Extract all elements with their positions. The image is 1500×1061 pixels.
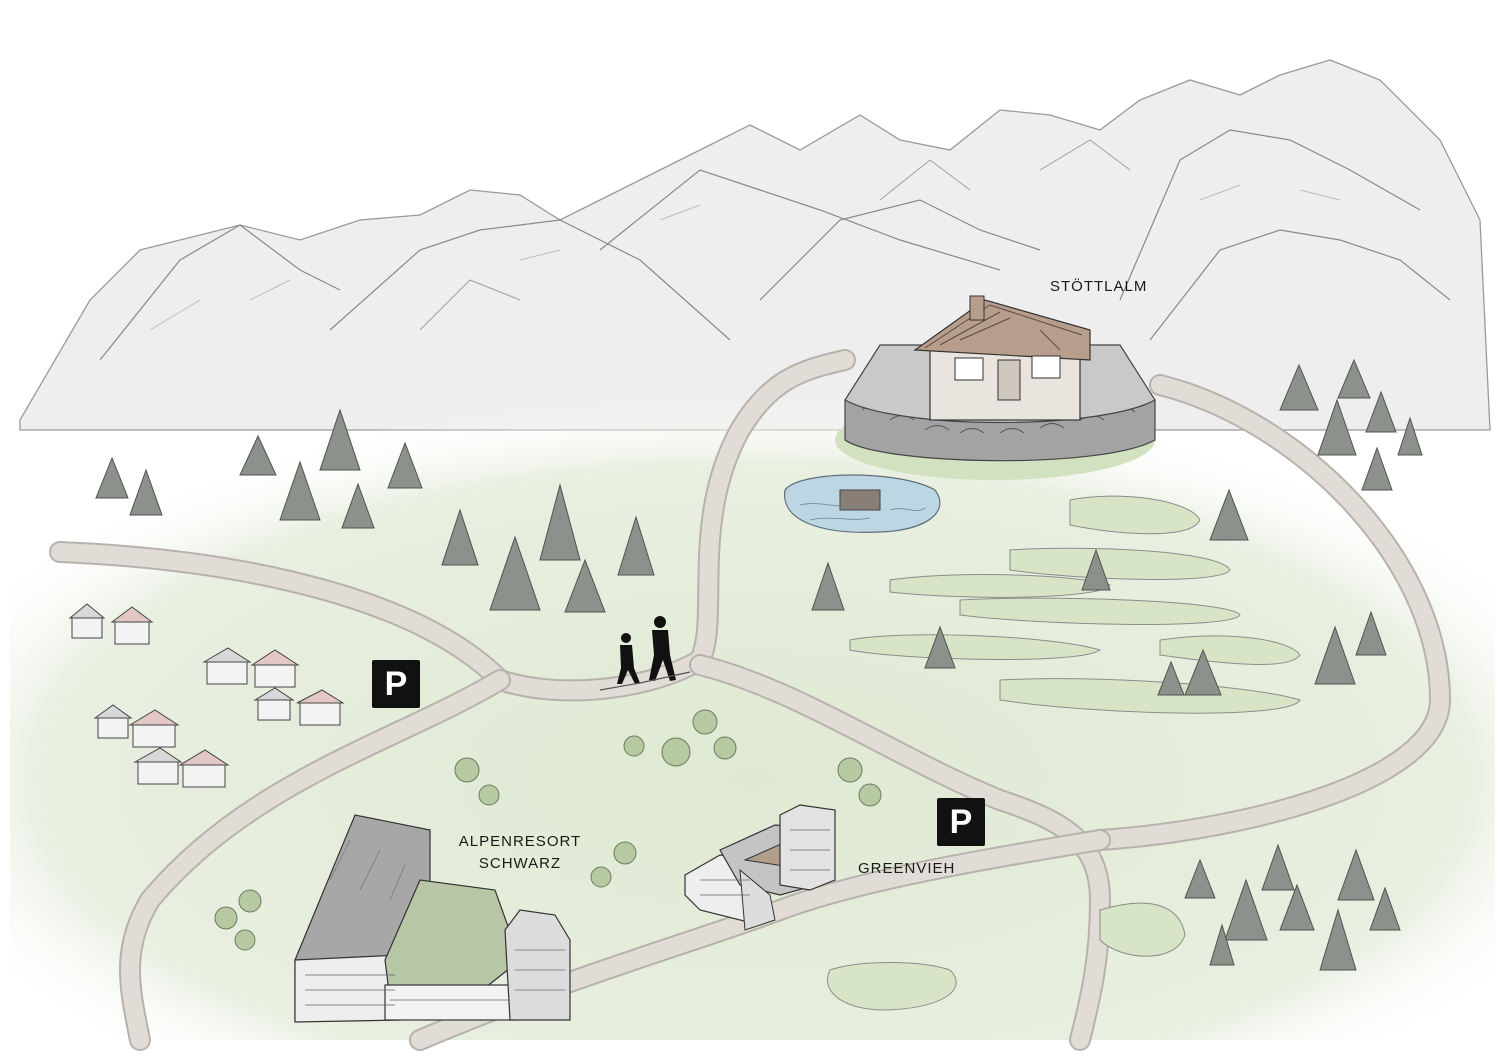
stoettlalm-label: STÖTTLALM bbox=[1050, 278, 1148, 295]
pond bbox=[784, 474, 941, 533]
jetty-icon bbox=[839, 489, 881, 511]
parking-sign-west: P bbox=[372, 660, 420, 708]
village-houses bbox=[68, 603, 345, 788]
road-network bbox=[49, 349, 1452, 1051]
greenvieh-label: GREENVIEH bbox=[858, 860, 956, 877]
deciduous-trees bbox=[214, 709, 882, 951]
grass-patches bbox=[827, 495, 1301, 1011]
meadow-area bbox=[10, 387, 1495, 1040]
hikers-icon bbox=[599, 616, 691, 691]
parking-sign-east: P bbox=[937, 798, 985, 846]
alpenresort-label-line2: SCHWARZ bbox=[478, 855, 562, 872]
alpenresort-label-line1: ALPENRESORT bbox=[458, 833, 582, 850]
greenvieh-building bbox=[684, 804, 836, 931]
mountain-range bbox=[19, 59, 1491, 431]
conifer-trees bbox=[95, 358, 1423, 971]
alpenresort-building bbox=[294, 814, 571, 1023]
stoettlalm-hut bbox=[835, 295, 1156, 480]
alpenresort-label: ALPENRESORT SCHWARZ bbox=[455, 831, 585, 875]
